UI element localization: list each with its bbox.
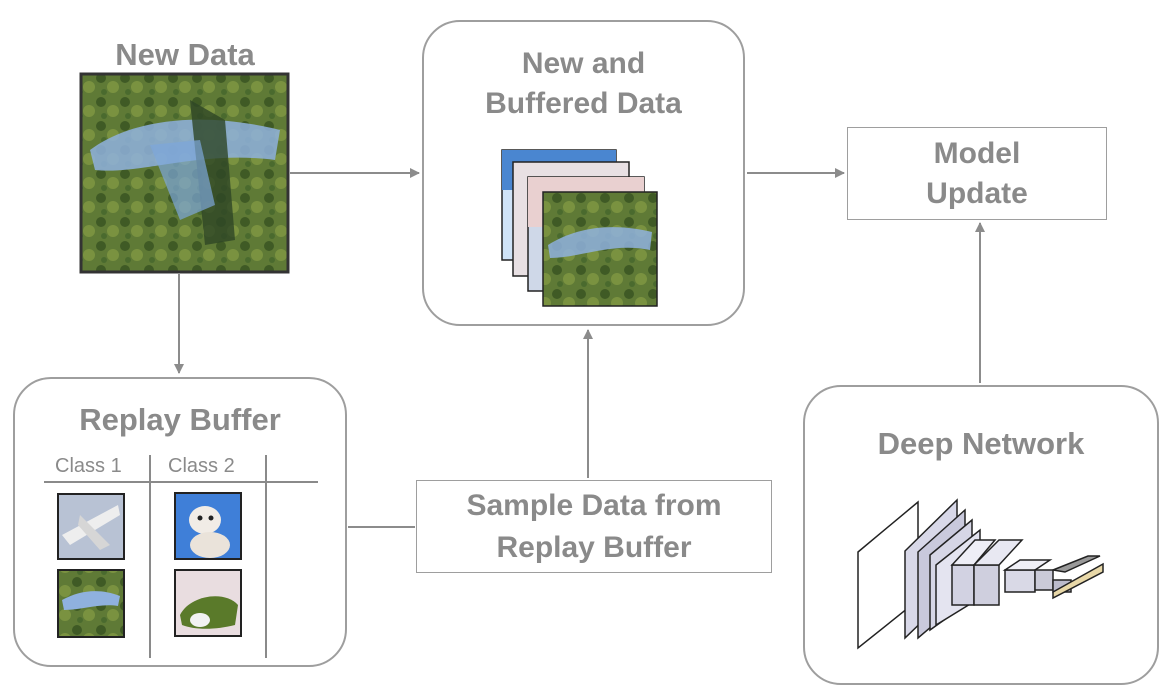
image-stack [501,149,658,307]
merged-data-title-line2: Buffered Data [485,87,682,120]
sample-data-box [416,480,772,573]
sample-data-line1: Sample Data from [466,489,722,522]
buffer-table-lines [44,455,318,658]
buffer-thumbnail-dog [174,492,242,560]
sample-data-line2: Replay Buffer [496,531,692,564]
buffer-thumbnail-plane-grass [57,569,125,638]
merged-data-title-line1: New and [521,47,646,80]
column-header-class-1: Class 1 [55,455,122,477]
network-diagram [857,498,1104,650]
model-update-line1: Model [933,137,1021,170]
model-update-line2: Update [926,177,1028,210]
deep-network-title: Deep Network [877,426,1085,461]
new-data-image [79,72,290,274]
column-header-class-2: Class 2 [168,455,235,477]
buffer-thumbnail-cat [174,569,242,637]
new-data-title: New Data [115,37,255,72]
arrows [174,168,985,528]
buffer-thumbnail-plane-white [57,493,125,560]
replay-buffer-title: Replay Buffer [79,402,281,437]
model-update-box [847,127,1107,220]
